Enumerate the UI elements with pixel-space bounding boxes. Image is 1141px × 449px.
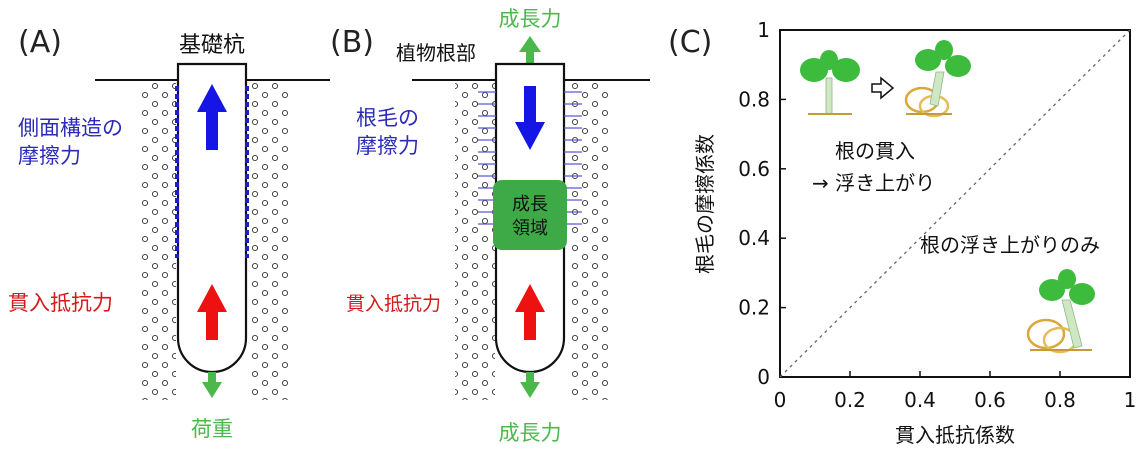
reference-diagonal <box>779 29 1131 378</box>
sprout-penetrating-icon <box>904 40 971 118</box>
x-tick-label: 1 <box>1124 388 1137 412</box>
pile-label: 基礎杭 <box>179 33 245 58</box>
root-hairs-right <box>564 91 582 225</box>
panel-b: (B) 植物根部 成長力 成長 領域 根毛の <box>330 7 650 445</box>
root-hair-friction-label-line1: 根毛の <box>356 106 419 130</box>
penetration-resistance-label-a: 貫入抵抗力 <box>8 291 113 315</box>
root-label: 植物根部 <box>396 41 476 65</box>
x-tick-label: 0.8 <box>1044 388 1076 412</box>
pile <box>176 62 248 374</box>
y-tick-label: 0.8 <box>738 87 770 111</box>
y-tick-label: 0.2 <box>738 296 770 320</box>
sprout-upright-icon <box>800 50 860 115</box>
upper-region-label-line1: 根の貫入 <box>835 139 915 163</box>
soil-b-right <box>568 80 608 400</box>
y-tick-label: 0.6 <box>738 157 770 181</box>
sprout-lifted-icon <box>1026 269 1095 354</box>
soil-a-right <box>250 80 292 400</box>
growth-force-top-label: 成長力 <box>499 7 562 31</box>
y-tick-label: 0 <box>757 365 770 389</box>
growth-force-bottom-label: 成長力 <box>499 421 562 445</box>
panel-b-label: (B) <box>330 25 374 60</box>
penetration-resistance-label-b: 貫入抵抗力 <box>346 293 441 315</box>
growth-zone-label-line2: 領域 <box>512 218 548 239</box>
friction-up-arrow <box>197 84 227 150</box>
y-tick-label: 1 <box>757 18 770 42</box>
x-tick-label: 0 <box>774 388 787 412</box>
x-tick-label: 0.4 <box>904 388 936 412</box>
resistance-up-arrow-a <box>197 284 227 340</box>
panel-a-label: (A) <box>18 25 62 60</box>
x-tick-label: 0.2 <box>834 388 866 412</box>
panel-a: (A) 基礎杭 側面構造の 摩擦力 貫入抵抗力 荷重 <box>8 25 330 441</box>
y-axis-label: 根毛の摩擦係数 <box>693 134 717 274</box>
growth-down-arrow <box>520 372 540 398</box>
side-friction-label-line2: 摩擦力 <box>18 144 81 168</box>
chart-ticks: 0 0.2 0.4 0.6 0.8 1 0 0.2 0.4 0.6 0.8 1 <box>738 18 1136 412</box>
soil-a-left <box>138 80 176 400</box>
x-axis-label: 貫入抵抗係数 <box>895 423 1015 447</box>
lower-region-label: 根の浮き上がりのみ <box>920 233 1100 257</box>
friction-down-arrow <box>515 86 545 150</box>
y-tick-label: 0.4 <box>738 226 770 250</box>
growth-zone-label-line1: 成長 <box>512 194 548 215</box>
soil-b-left <box>455 80 495 400</box>
resistance-up-arrow-b <box>515 284 545 340</box>
root-hair-friction-label-line2: 摩擦力 <box>356 134 419 158</box>
upper-region-label-line2: → 浮き上がり <box>812 171 935 195</box>
root-hairs-left <box>478 91 496 225</box>
load-down-arrow <box>202 372 222 398</box>
panel-c-label: (C) <box>668 25 712 60</box>
load-label: 荷重 <box>191 417 233 441</box>
x-tick-label: 0.6 <box>974 388 1006 412</box>
growth-up-arrow <box>519 36 541 64</box>
transition-arrow-icon <box>871 76 895 100</box>
side-friction-label-line1: 側面構造の <box>18 116 123 140</box>
growth-zone <box>493 180 567 250</box>
